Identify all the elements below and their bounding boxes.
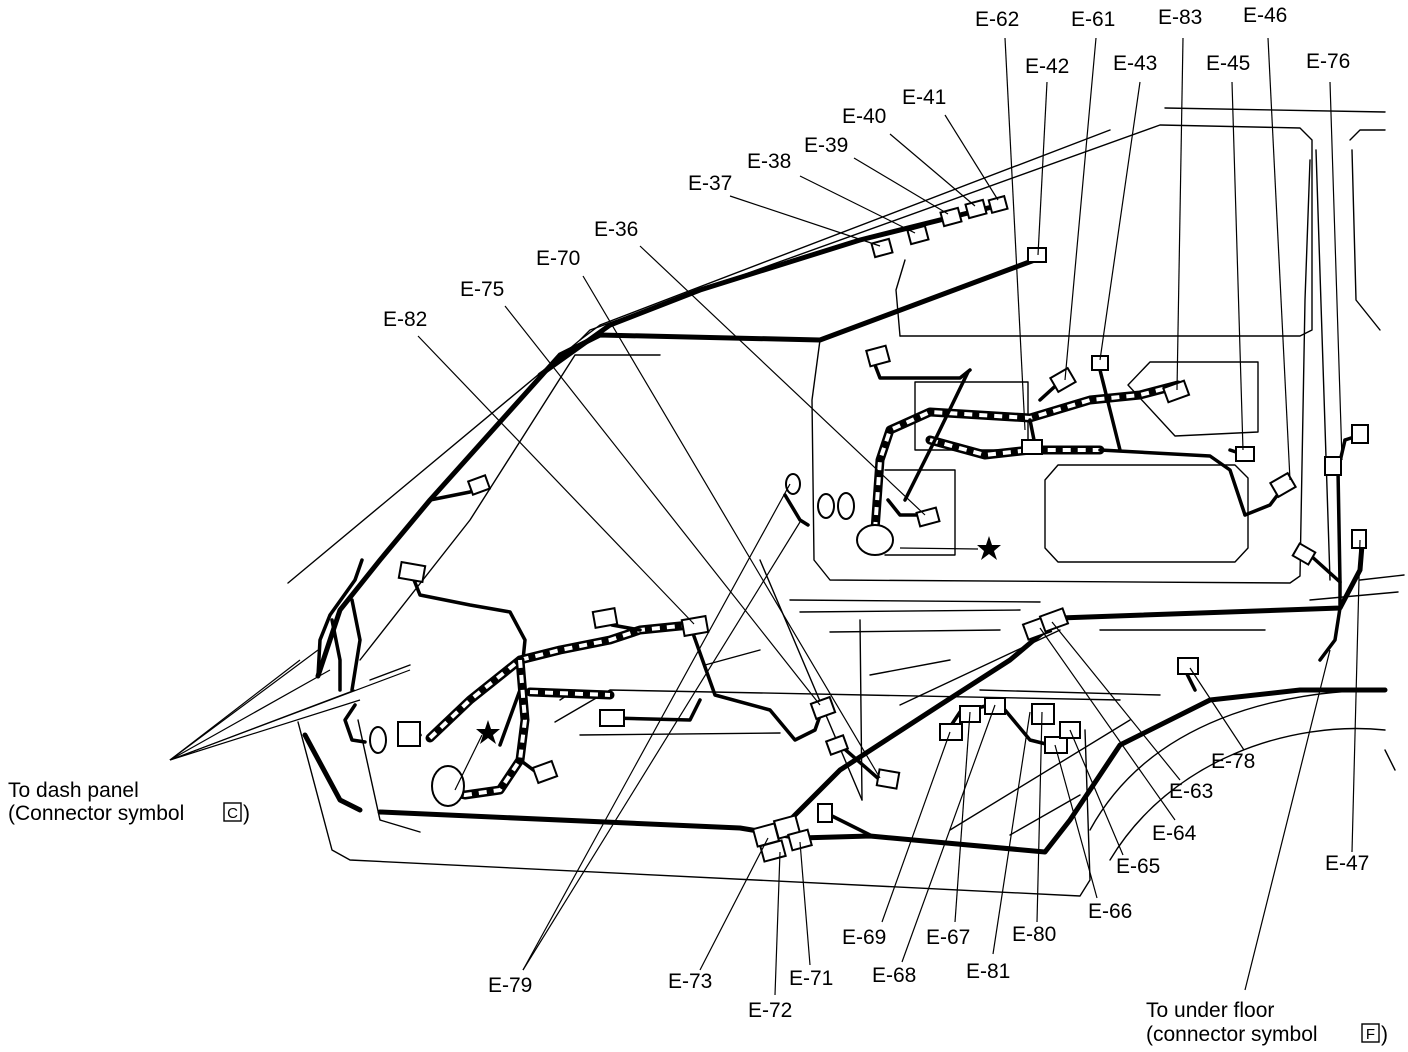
dash-note-close: ) (243, 802, 250, 825)
label-e75: E-75 (460, 278, 504, 301)
label-e37: E-37 (688, 172, 732, 195)
leader-lines (169, 37, 1361, 996)
label-e43: E-43 (1113, 52, 1157, 75)
label-e79: E-79 (488, 974, 532, 997)
label-e81: E-81 (966, 960, 1010, 983)
connector-symbol-c: C (227, 805, 238, 822)
dash-panel-note: To dash panel (Connector symbol C ) (8, 779, 250, 825)
under-floor-note: To under floor (connector symbol F ) (1146, 999, 1388, 1046)
floor-note-line2: (connector symbol (1146, 1023, 1318, 1046)
label-e69: E-69 (842, 926, 886, 949)
label-e71: E-71 (789, 967, 833, 990)
label-e80: E-80 (1012, 923, 1056, 946)
label-e42: E-42 (1025, 55, 1069, 78)
connector-symbol-f: F (1366, 1026, 1375, 1043)
label-e41: E-41 (902, 86, 946, 109)
label-e64: E-64 (1152, 822, 1197, 845)
star-marker-front (476, 720, 500, 744)
label-e38: E-38 (747, 150, 791, 173)
label-e47: E-47 (1325, 852, 1369, 875)
label-e66: E-66 (1088, 900, 1132, 923)
label-e40: E-40 (842, 105, 886, 128)
dash-note-line1: To dash panel (8, 779, 139, 802)
label-e82: E-82 (383, 308, 427, 331)
connector-labels: E-62 E-61 E-83 E-46 E-42 E-43 E-45 E-76 … (383, 4, 1369, 1022)
label-e46: E-46 (1243, 4, 1287, 27)
connector-symbol-box-f (1361, 1023, 1380, 1043)
label-e73: E-73 (668, 970, 712, 993)
label-e63: E-63 (1169, 780, 1213, 803)
floor-note-close: ) (1381, 1023, 1388, 1046)
label-e36: E-36 (594, 218, 638, 241)
label-e76: E-76 (1306, 50, 1350, 73)
dash-note-line2: (Connector symbol (8, 802, 184, 825)
label-e61: E-61 (1071, 8, 1115, 31)
label-e45: E-45 (1206, 52, 1250, 75)
label-e70: E-70 (536, 247, 580, 270)
reference-stars (454, 536, 1001, 791)
label-e67: E-67 (926, 926, 970, 949)
label-e72: E-72 (748, 999, 792, 1022)
connector-symbol-box-c (223, 802, 242, 822)
floor-note-line1: To under floor (1146, 999, 1274, 1022)
label-e39: E-39 (804, 134, 848, 157)
label-e83: E-83 (1158, 6, 1202, 29)
label-e68: E-68 (872, 964, 916, 987)
star-marker-rear (977, 536, 1001, 560)
label-e65: E-65 (1116, 855, 1160, 878)
label-e78: E-78 (1211, 750, 1255, 773)
label-e62: E-62 (975, 8, 1019, 31)
